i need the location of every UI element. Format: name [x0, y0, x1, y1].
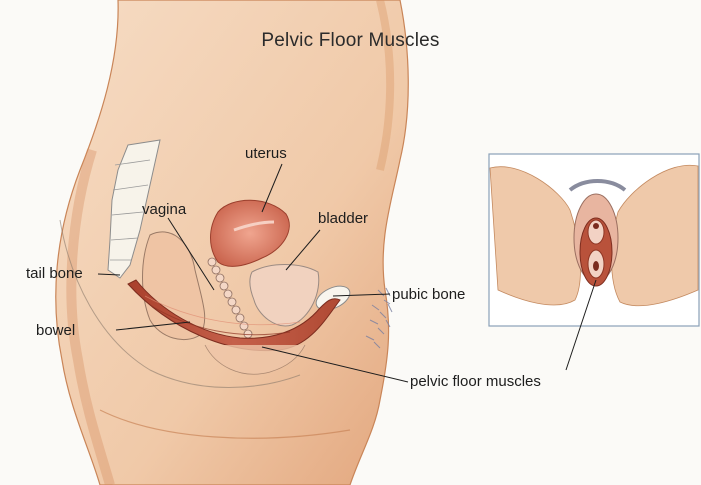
- label-bowel: bowel: [36, 323, 75, 338]
- label-pelvic-floor-muscles: pelvic floor muscles: [410, 374, 541, 389]
- label-tail-bone: tail bone: [26, 266, 83, 281]
- label-vagina: vagina: [142, 202, 186, 217]
- page-title: Pelvic Floor Muscles: [0, 30, 701, 52]
- label-uterus: uterus: [245, 146, 287, 161]
- label-pubic-bone: pubic bone: [392, 287, 465, 302]
- label-bladder: bladder: [318, 211, 368, 226]
